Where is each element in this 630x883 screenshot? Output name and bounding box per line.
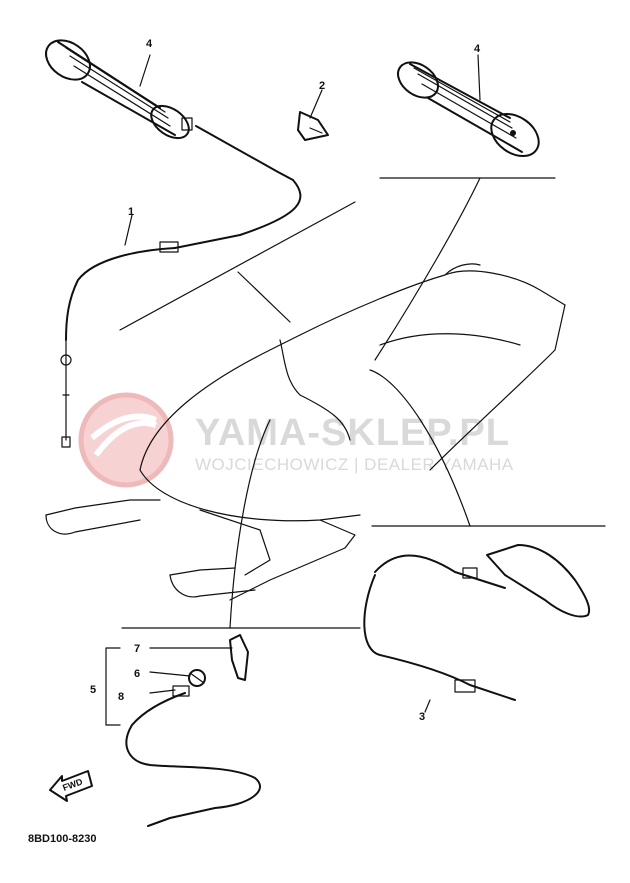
right-handlebar-grip[interactable] — [391, 55, 546, 165]
kill-switch-cable[interactable] — [125, 685, 262, 827]
watermark: YAMA-SKLEP.PL WOJCIECHOWICZ | DEALER YAM… — [78, 392, 514, 488]
watermark-logo — [78, 392, 174, 488]
kill-switch-knob[interactable] — [188, 669, 206, 687]
brake-lever[interactable] — [486, 544, 591, 618]
brake-cable[interactable] — [363, 554, 516, 701]
callout-4-left: 4 — [146, 38, 153, 50]
callout-3: 3 — [419, 711, 425, 723]
callout-7: 7 — [134, 643, 140, 655]
watermark-title: YAMA-SKLEP.PL — [195, 412, 510, 454]
drawing-code: 8BD100-8230 — [28, 833, 97, 845]
callout-6: 6 — [134, 668, 140, 680]
throttle-cable[interactable] — [60, 125, 302, 448]
snowmobile-outline — [45, 263, 566, 601]
callout-4-right: 4 — [474, 43, 481, 55]
forward-direction-arrow: FWD — [49, 770, 93, 802]
callout-2: 2 — [319, 80, 325, 92]
callout-5: 5 — [90, 684, 96, 696]
cable-clip[interactable] — [297, 111, 329, 141]
left-handlebar-grip[interactable] — [39, 32, 195, 144]
callout-1: 1 — [128, 206, 134, 218]
callout-8: 8 — [118, 691, 124, 703]
leader-lines — [105, 54, 606, 726]
watermark-subtitle: WOJCIECHOWICZ | DEALER YAMAHA — [195, 455, 514, 474]
kill-switch-bracket[interactable] — [229, 634, 249, 681]
